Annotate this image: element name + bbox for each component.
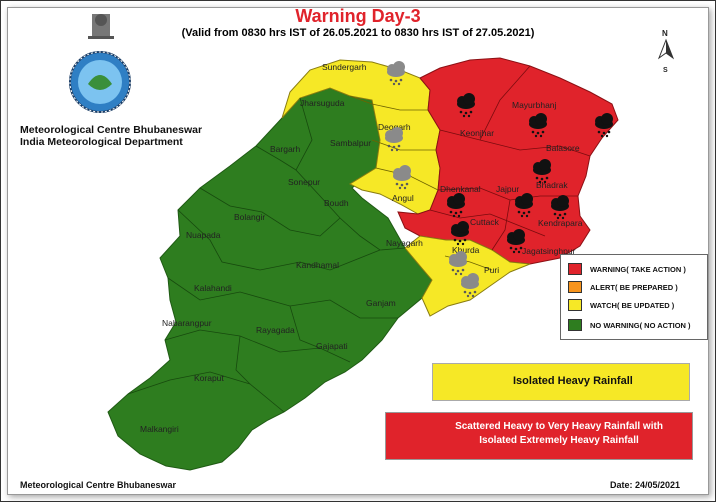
scattered-rain-label-2: Isolated Extremely Heavy Rainfall bbox=[479, 435, 639, 446]
footer-source: Meteorological Centre Bhubaneswar bbox=[20, 480, 177, 490]
scattered-rain-key: Scattered Heavy to Very Heavy Rainfall w… bbox=[385, 412, 693, 460]
legend-item-no-warning: NO WARNING( NO ACTION ) bbox=[568, 318, 691, 332]
isolated-rain-label: Isolated Heavy Rainfall bbox=[513, 375, 633, 387]
label-dhenkanal: Dhenkanal bbox=[440, 184, 481, 194]
label-mayurbhanj: Mayurbhanj bbox=[512, 100, 557, 110]
validity-period: (Valid from 0830 hrs IST of 26.05.2021 t… bbox=[181, 27, 535, 39]
legend-item-alert: ALERT( BE PREPARED ) bbox=[568, 280, 678, 294]
scattered-rain-label-1: Scattered Heavy to Very Heavy Rainfall w… bbox=[455, 421, 663, 432]
label-keonjhar: Keonjhar bbox=[460, 128, 494, 138]
label-malkangiri: Malkangiri bbox=[140, 424, 179, 434]
label-jagatsinghpur: Jagatsinghpur bbox=[522, 246, 576, 256]
label-bolangir: Bolangir bbox=[234, 212, 265, 222]
label-nayagarh: Nayagarh bbox=[386, 238, 423, 248]
label-deogarh: Deogarh bbox=[378, 122, 411, 132]
isolated-rain-key: Isolated Heavy Rainfall bbox=[432, 363, 690, 401]
footer-date: Date: 24/05/2021 bbox=[610, 480, 681, 490]
label-sundergarh: Sundergarh bbox=[322, 62, 367, 72]
label-puri: Puri bbox=[484, 265, 499, 275]
label-jajpur: Jajpur bbox=[496, 184, 519, 194]
label-nuapada: Nuapada bbox=[186, 230, 221, 240]
label-angul: Angul bbox=[392, 193, 414, 203]
district-boundaries bbox=[127, 97, 406, 413]
label-ganjam: Ganjam bbox=[366, 298, 396, 308]
label-gajapati: Gajapati bbox=[316, 341, 348, 351]
org-name: Meteorological Centre Bhubaneswar bbox=[20, 124, 203, 136]
label-bargarh: Bargarh bbox=[270, 144, 301, 154]
label-rayagada: Rayagada bbox=[256, 325, 295, 335]
label-khurda: Khurda bbox=[452, 245, 480, 255]
label-bhadrak: Bhadrak bbox=[536, 180, 568, 190]
label-kalahandi: Kalahandi bbox=[194, 283, 232, 293]
region-warning bbox=[397, 57, 619, 265]
legend-label: NO WARNING( NO ACTION ) bbox=[590, 320, 691, 330]
label-sonepur: Sonepur bbox=[288, 177, 320, 187]
north-arrow-icon bbox=[657, 38, 675, 60]
label-balasore: Balasore bbox=[546, 143, 580, 153]
label-jharsuguda: Jharsuguda bbox=[300, 98, 345, 108]
label-boudh: Boudh bbox=[324, 198, 349, 208]
legend-swatch bbox=[568, 299, 582, 311]
compass-north: N bbox=[662, 29, 668, 38]
legend-swatch bbox=[568, 263, 582, 275]
label-cuttack: Cuttack bbox=[470, 217, 500, 227]
legend-swatch bbox=[568, 281, 582, 293]
legend-swatch bbox=[568, 319, 582, 331]
imd-emblem bbox=[69, 14, 131, 113]
label-koraput: Koraput bbox=[194, 373, 224, 383]
label-sambalpur: Sambalpur bbox=[330, 138, 371, 148]
legend-label: WARNING( TAKE ACTION ) bbox=[590, 264, 686, 274]
region-watch-south bbox=[404, 235, 531, 317]
label-nabarangpur: Nabarangpur bbox=[162, 318, 212, 328]
legend-item-warning: WARNING( TAKE ACTION ) bbox=[568, 262, 686, 276]
page-title: Warning Day-3 bbox=[295, 6, 421, 26]
label-kendrapara: Kendrapara bbox=[538, 218, 583, 228]
legend-label: ALERT( BE PREPARED ) bbox=[590, 282, 678, 292]
compass-south: S bbox=[663, 67, 668, 74]
label-kandhamal: Kandhamal bbox=[296, 260, 339, 270]
legend-label: WATCH( BE UPDATED ) bbox=[590, 300, 675, 310]
legend-item-watch: WATCH( BE UPDATED ) bbox=[568, 298, 674, 312]
legend bbox=[560, 254, 708, 340]
org-department: India Meteorological Department bbox=[20, 136, 183, 148]
